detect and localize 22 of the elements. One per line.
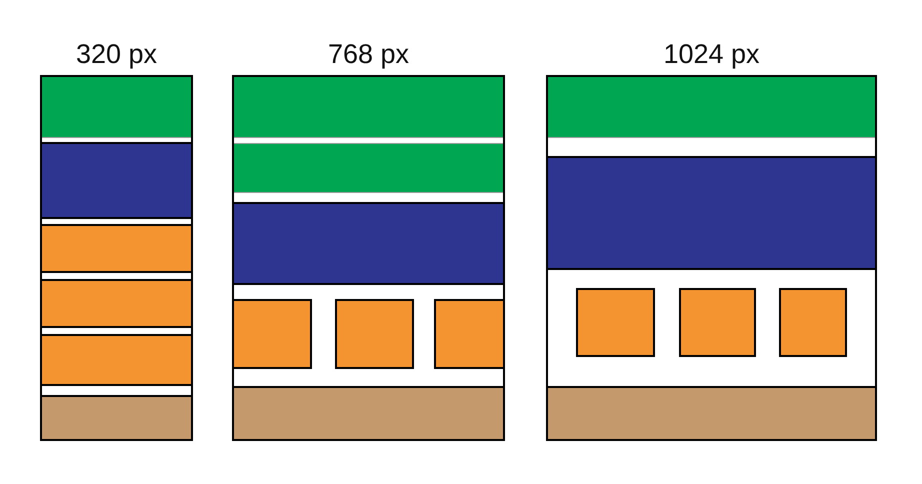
header-bar — [40, 75, 193, 138]
content-tile — [232, 299, 312, 369]
footer-bar — [40, 395, 193, 441]
content-tile — [679, 288, 756, 357]
content-tile — [576, 288, 655, 357]
header-bar — [232, 75, 505, 138]
screen-width-label: 320 px — [76, 41, 158, 68]
content-strip — [40, 279, 193, 328]
content-tile — [335, 299, 414, 369]
banner-block — [232, 202, 505, 285]
banner-block — [546, 156, 877, 270]
header-bar — [546, 75, 877, 138]
header-bar — [232, 143, 505, 193]
screen-width-label: 768 px — [328, 41, 410, 68]
content-strip — [40, 334, 193, 386]
screen-width-label: 1024 px — [663, 41, 760, 68]
content-strip — [40, 224, 193, 273]
footer-bar — [546, 386, 877, 441]
footer-bar — [232, 386, 505, 441]
content-tile — [779, 288, 847, 357]
banner-block — [40, 142, 193, 219]
content-tile — [434, 299, 505, 369]
